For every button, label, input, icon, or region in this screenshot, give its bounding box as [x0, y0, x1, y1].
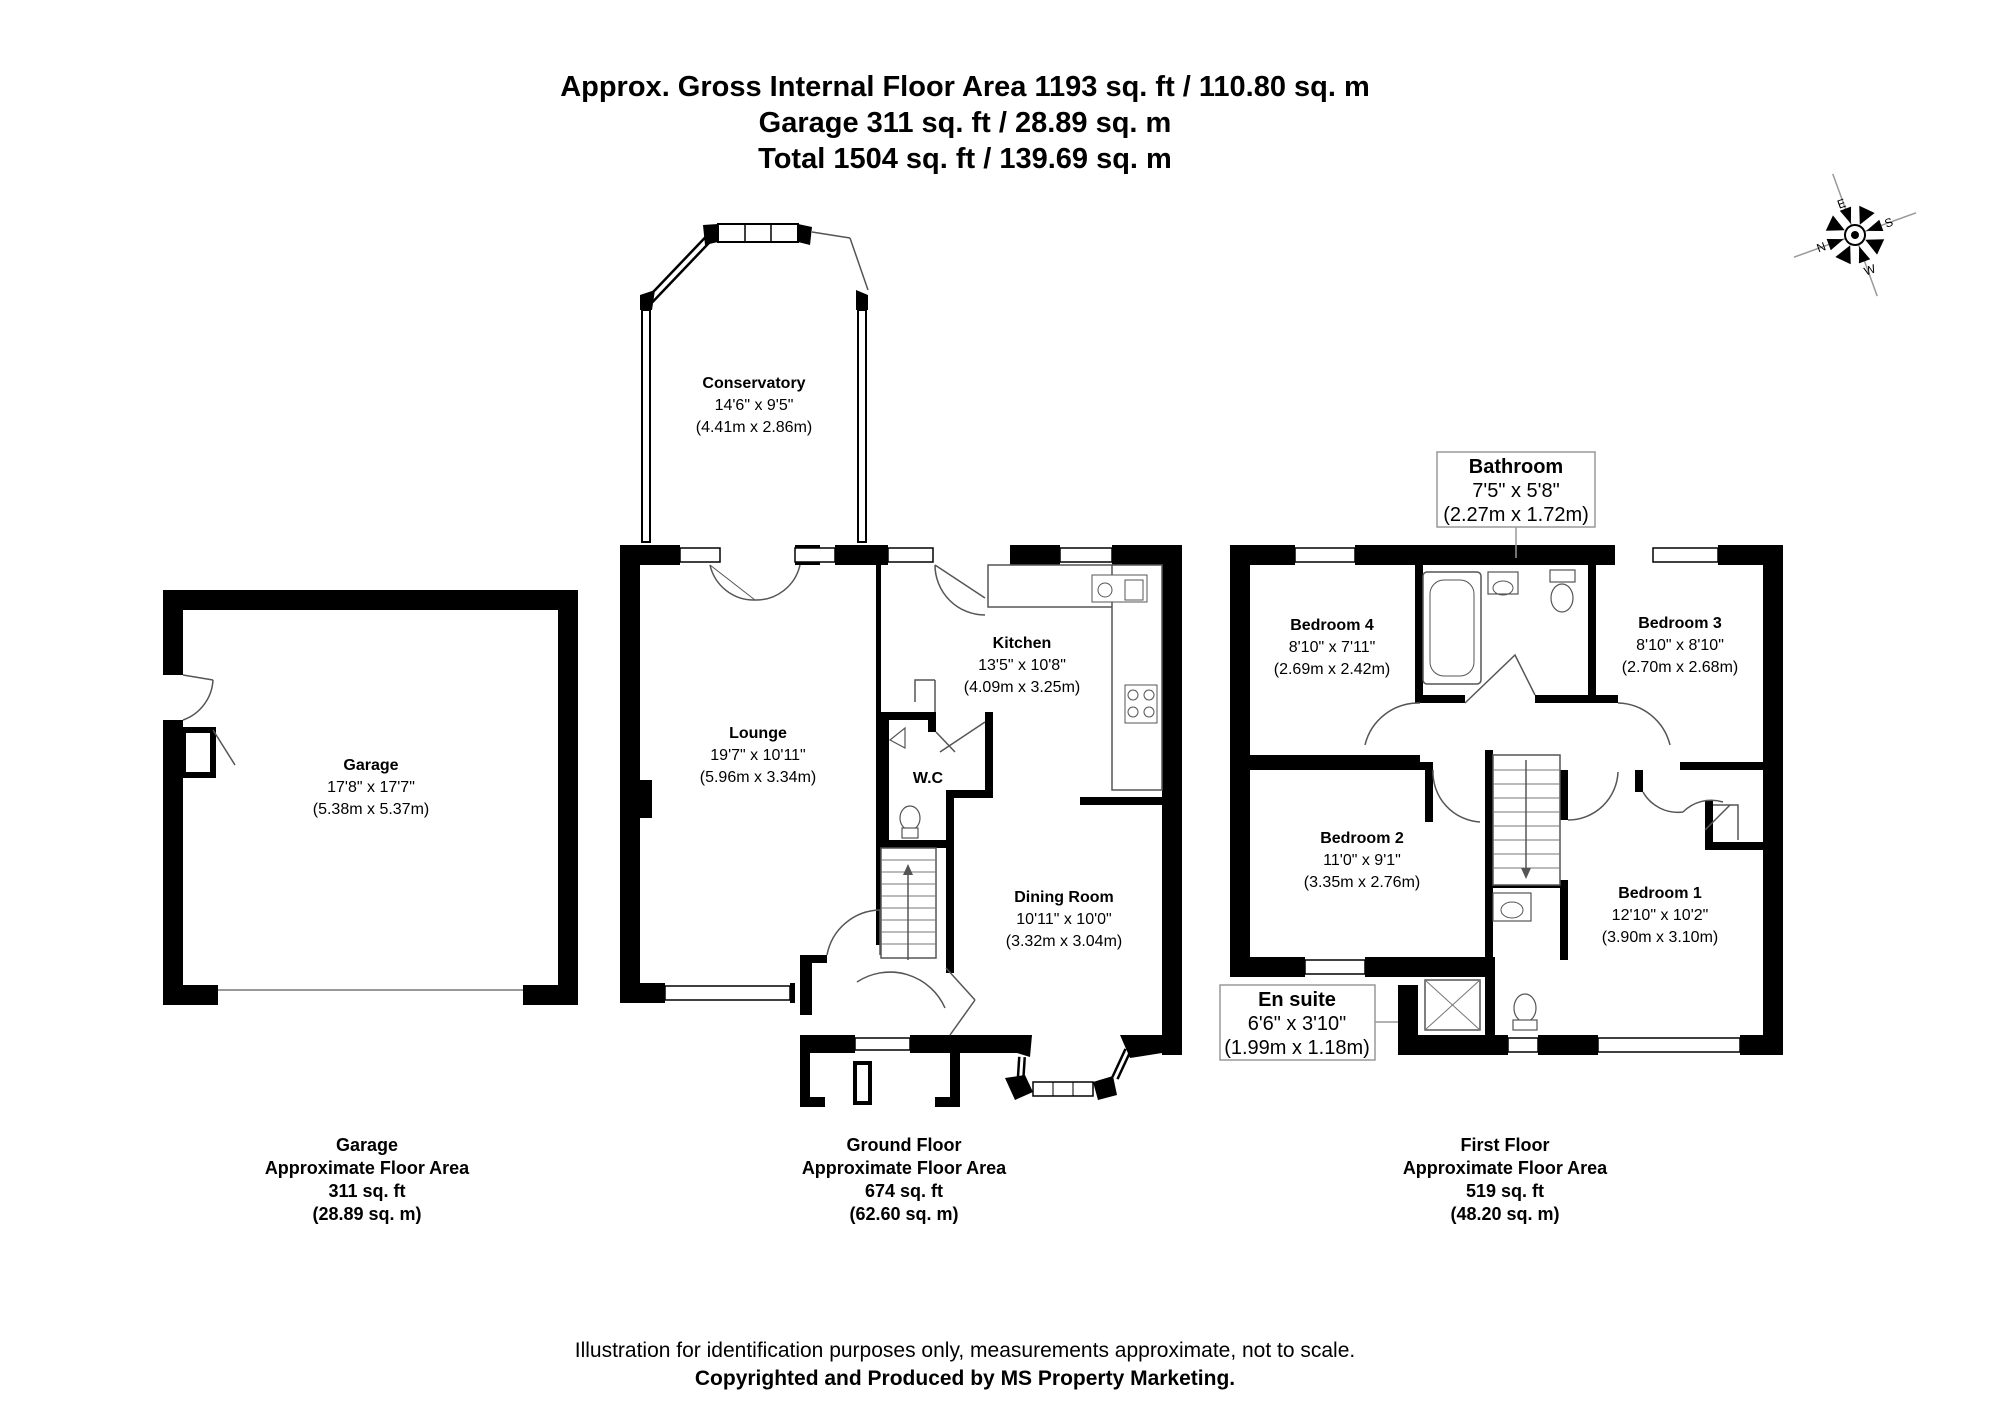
- lounge-name: Lounge: [729, 725, 787, 742]
- compass-w: W: [1862, 261, 1878, 278]
- bedroom3-metric: (2.70m x 2.68m): [1622, 659, 1738, 676]
- wc-name: W.C: [913, 770, 944, 787]
- first-floor-plan: [1230, 545, 1783, 1055]
- garage-area-title: Garage: [336, 1135, 398, 1155]
- header-line-3: Total 1504 sq. ft / 139.69 sq. m: [758, 143, 1172, 175]
- ensuite-imperial: 6'6" x 3'10": [1248, 1013, 1347, 1035]
- compass-e: E: [1835, 196, 1847, 212]
- bathroom-metric: (2.27m x 1.72m): [1443, 504, 1589, 526]
- bedroom2-imperial: 11'0" x 9'1": [1323, 852, 1401, 869]
- bedroom3-name: Bedroom 3: [1638, 615, 1722, 632]
- lounge-metric: (5.96m x 3.34m): [700, 769, 816, 786]
- garage-imperial: 17'8" x 17'7": [327, 779, 415, 796]
- compass-s: S: [1883, 215, 1895, 231]
- compass-icon: E W N S: [1793, 173, 1917, 297]
- dining-name: Dining Room: [1014, 889, 1114, 906]
- conservatory-name: Conservatory: [702, 375, 805, 392]
- header-line-1: Approx. Gross Internal Floor Area 1193 s…: [560, 71, 1370, 103]
- compass-n: N: [1815, 239, 1828, 255]
- bathroom-name: Bathroom: [1469, 456, 1563, 478]
- kitchen-imperial: 13'5" x 10'8": [978, 657, 1066, 674]
- bedroom1-name: Bedroom 1: [1618, 885, 1702, 902]
- ground-area-sqft: 674 sq. ft: [865, 1181, 943, 1201]
- ensuite-metric: (1.99m x 1.18m): [1224, 1037, 1370, 1059]
- kitchen-name: Kitchen: [993, 635, 1052, 652]
- header-line-2: Garage 311 sq. ft / 28.89 sq. m: [758, 107, 1172, 139]
- conservatory-imperial: 14'6" x 9'5": [715, 397, 794, 414]
- bedroom1-imperial: 12'10" x 10'2": [1612, 907, 1709, 924]
- garage-area-label: Approximate Floor Area: [265, 1158, 470, 1178]
- bedroom2-name: Bedroom 2: [1320, 830, 1404, 847]
- ground-area-label: Approximate Floor Area: [802, 1158, 1007, 1178]
- dining-imperial: 10'11" x 10'0": [1016, 911, 1111, 928]
- first-area-label: Approximate Floor Area: [1403, 1158, 1608, 1178]
- lounge-imperial: 19'7" x 10'11": [710, 747, 805, 764]
- first-area-sqft: 519 sq. ft: [1466, 1181, 1544, 1201]
- ground-area-sqm: (62.60 sq. m): [849, 1204, 958, 1224]
- garage-area-sqm: (28.89 sq. m): [312, 1204, 421, 1224]
- bedroom1-metric: (3.90m x 3.10m): [1602, 929, 1718, 946]
- bedroom4-metric: (2.69m x 2.42m): [1274, 661, 1390, 678]
- garage-name: Garage: [343, 757, 398, 774]
- conservatory-metric: (4.41m x 2.86m): [696, 419, 812, 436]
- bedroom2-metric: (3.35m x 2.76m): [1304, 874, 1420, 891]
- ensuite-name: En suite: [1258, 989, 1336, 1011]
- kitchen-metric: (4.09m x 3.25m): [964, 679, 1080, 696]
- garage-metric: (5.38m x 5.37m): [313, 801, 429, 818]
- footer-disclaimer: Illustration for identification purposes…: [574, 1339, 1356, 1362]
- bedroom3-imperial: 8'10" x 8'10": [1636, 637, 1724, 654]
- bedroom4-imperial: 8'10" x 7'11": [1289, 639, 1376, 656]
- garage-area-sqft: 311 sq. ft: [328, 1181, 405, 1201]
- footer-copyright: Copyrighted and Produced by MS Property …: [694, 1367, 1236, 1390]
- first-area-title: First Floor: [1461, 1135, 1550, 1155]
- bedroom4-name: Bedroom 4: [1290, 617, 1374, 634]
- bathroom-imperial: 7'5" x 5'8": [1472, 480, 1559, 502]
- garage-plan: [163, 590, 578, 1005]
- dining-metric: (3.32m x 3.04m): [1006, 933, 1122, 950]
- ground-floor-plan: [620, 223, 1182, 1107]
- first-area-sqm: (48.20 sq. m): [1450, 1204, 1559, 1224]
- ground-area-title: Ground Floor: [847, 1135, 962, 1155]
